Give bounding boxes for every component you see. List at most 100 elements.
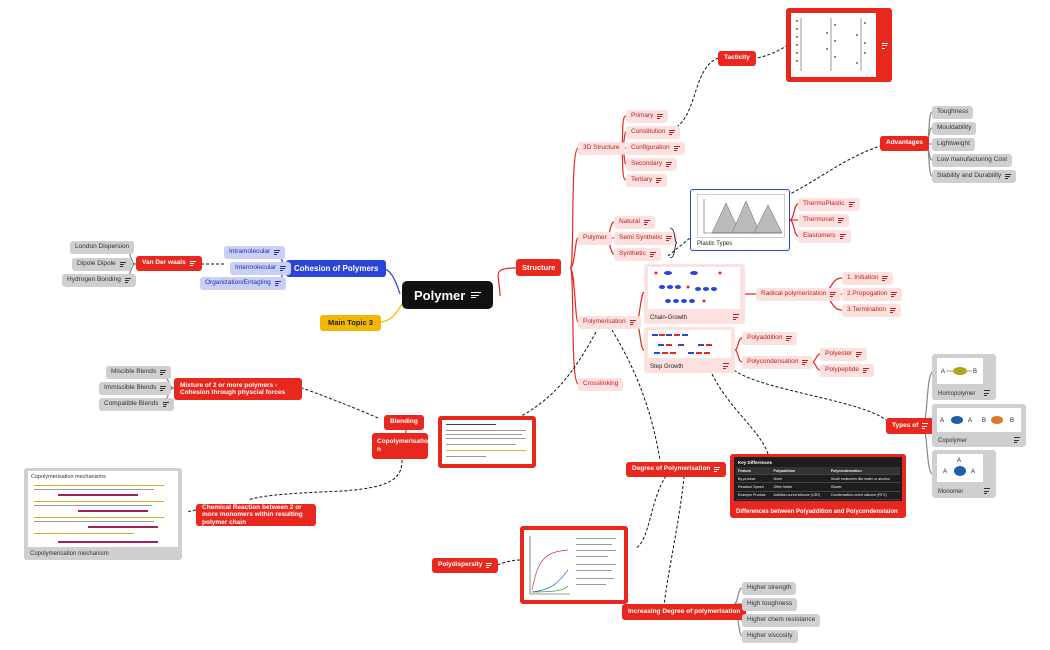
hydrogen-bonding-label: Hydrogen Bonding	[67, 276, 121, 284]
blending-node[interactable]: Blending	[384, 415, 424, 430]
immiscible-blends-node[interactable]: Immiscible Blends	[99, 382, 172, 395]
radical-label: Radical polymerization	[761, 290, 827, 298]
chain-strip	[78, 510, 148, 512]
mixture-node[interactable]: Mixture of 2 or more polymers - Cohesion…	[174, 378, 302, 400]
polyaddition-node[interactable]: Polyaddition	[742, 332, 798, 345]
monomer-label: Monomer	[938, 489, 964, 495]
notes-icon	[856, 351, 863, 359]
propogation-label: 2.Propogation	[847, 290, 888, 298]
higher-chem-resistance-node[interactable]: Higher chem resistance	[742, 614, 821, 627]
primary-node[interactable]: Primary	[626, 110, 669, 123]
svg-text:A: A	[940, 418, 944, 424]
structure-node[interactable]: Structure	[516, 259, 562, 276]
synthetic-node[interactable]: Synthetic	[614, 248, 661, 261]
tertiary-node[interactable]: Tertiary	[626, 174, 668, 187]
svg-text:A: A	[943, 469, 947, 475]
thermoset-node[interactable]: Thermoset	[798, 214, 850, 227]
configuration-node[interactable]: Configuration	[626, 142, 685, 155]
higher-viscosity-node[interactable]: Higher viscosity	[742, 630, 798, 643]
low-cost-label: Low manufacturing Cost	[937, 156, 1008, 164]
thermoplastic-node[interactable]: ThermoPlastic	[798, 198, 860, 211]
tacticity-node[interactable]: Tacticity	[718, 51, 756, 66]
copolymerisation-node[interactable]: Copolymerisatio n	[372, 433, 428, 459]
london-dispersion-node[interactable]: London Dispersion	[70, 241, 135, 254]
root-polymer-node[interactable]: Polymer	[402, 281, 494, 309]
mouldability-node[interactable]: Mouldability	[932, 122, 977, 135]
lightweight-label: Lightweight	[937, 140, 970, 148]
high-toughness-node[interactable]: High toughness	[742, 598, 798, 611]
higher-strength-node[interactable]: Higher strength	[742, 582, 797, 595]
notes-icon	[643, 219, 650, 227]
organization-entangling-node[interactable]: Organization/Entagling	[200, 277, 286, 290]
3d-structure-label: 3D Structure	[583, 144, 620, 152]
propogation-node[interactable]: 2.Propogation	[842, 288, 903, 301]
stability-node[interactable]: Stability and Durability	[932, 170, 1017, 183]
notes-icon	[189, 260, 196, 268]
cohesion-label: Cohesion of Polymers	[294, 263, 379, 273]
notes-icon	[984, 389, 990, 397]
notes-icon	[922, 422, 929, 430]
text-line	[446, 434, 522, 435]
van-der-waals-node[interactable]: Van Der waals	[136, 256, 202, 271]
polymerisation-node[interactable]: Polymerisation	[578, 316, 641, 329]
notes-icon	[882, 275, 889, 283]
mouldability-label: Mouldability	[937, 124, 972, 132]
crosslinking-image-card[interactable]	[438, 416, 536, 468]
toughness-node[interactable]: Toughness	[932, 106, 974, 119]
termination-label: 3.Termination	[847, 306, 887, 314]
chain-growth-card[interactable]: Chain-Growth	[644, 264, 745, 324]
constitution-node[interactable]: Constitution	[626, 126, 681, 139]
polypeptide-node[interactable]: Polypeptide	[820, 364, 874, 377]
miscible-blends-node[interactable]: Miscible Blends	[106, 366, 172, 379]
advantages-label: Advantages	[886, 139, 923, 147]
polydispersity-node[interactable]: Polydispersity	[432, 558, 499, 573]
intermolecular-node[interactable]: Intermolecular	[230, 262, 292, 275]
copolymerisation-mechanism-card[interactable]: Copolymerisation mechanisms Copolymerisa…	[24, 468, 182, 560]
main-topic-3-node[interactable]: Main Topic 3	[320, 315, 381, 331]
notes-icon	[1005, 173, 1012, 181]
lightweight-node[interactable]: Lightweight	[932, 138, 975, 151]
tacticity-image-card[interactable]	[786, 8, 892, 82]
semi-synthetic-node[interactable]: Semi Synthetic	[614, 232, 678, 245]
cohesion-of-polymers-node[interactable]: Cohesion of Polymers	[286, 260, 387, 277]
plastic-types-card[interactable]: Plastic Types	[690, 189, 790, 251]
increasing-degree-node[interactable]: Increasing Degree of polymerisation	[622, 604, 747, 620]
dipole-dipole-node[interactable]: Dipole Dipole	[72, 258, 131, 271]
low-cost-node[interactable]: Low manufacturing Cost	[932, 154, 1013, 167]
3d-structure-node[interactable]: 3D Structure	[578, 142, 625, 155]
notes-icon	[862, 367, 869, 375]
dipole-dipole-label: Dipole Dipole	[77, 260, 116, 268]
compatible-blends-node[interactable]: Compatible Blends	[99, 398, 174, 411]
text-line	[576, 556, 608, 557]
natural-node[interactable]: Natural	[614, 216, 655, 229]
text-line	[576, 544, 612, 545]
polymer-node[interactable]: Polymer	[578, 232, 612, 245]
advantages-node[interactable]: Advantages	[880, 136, 929, 151]
degree-of-polymerisation-node[interactable]: Degree of Polymerisation	[626, 462, 727, 477]
hydrogen-bonding-node[interactable]: Hydrogen Bonding	[62, 274, 136, 287]
step-growth-card[interactable]: Step Growth	[644, 327, 735, 373]
crosslinking-node[interactable]: Crosslinking	[578, 378, 624, 391]
text-line	[34, 533, 134, 534]
text-line	[34, 505, 152, 506]
intramolecular-node[interactable]: Intramolecular	[224, 246, 286, 259]
london-dispersion-label: London Dispersion	[75, 243, 130, 251]
radical-polymerization-node[interactable]: Radical polymerization	[756, 288, 842, 301]
elastomers-node[interactable]: Elastomers	[798, 230, 851, 243]
polyester-node[interactable]: Polyester	[820, 348, 868, 361]
types-of-node[interactable]: Types of	[886, 418, 935, 434]
termination-node[interactable]: 3.Termination	[842, 304, 902, 317]
degree-graph-card[interactable]	[520, 526, 628, 604]
initiation-node[interactable]: 1. Initiation	[842, 272, 894, 285]
polycondensation-node[interactable]: Polycondensation	[742, 356, 814, 369]
chemical-reaction-node[interactable]: Chemical Reaction between 2 or more mono…	[196, 504, 316, 526]
secondary-node[interactable]: Secondary	[626, 158, 678, 171]
text-line	[446, 430, 526, 431]
notes-icon	[714, 466, 721, 474]
polypeptide-label: Polypeptide	[825, 366, 859, 374]
